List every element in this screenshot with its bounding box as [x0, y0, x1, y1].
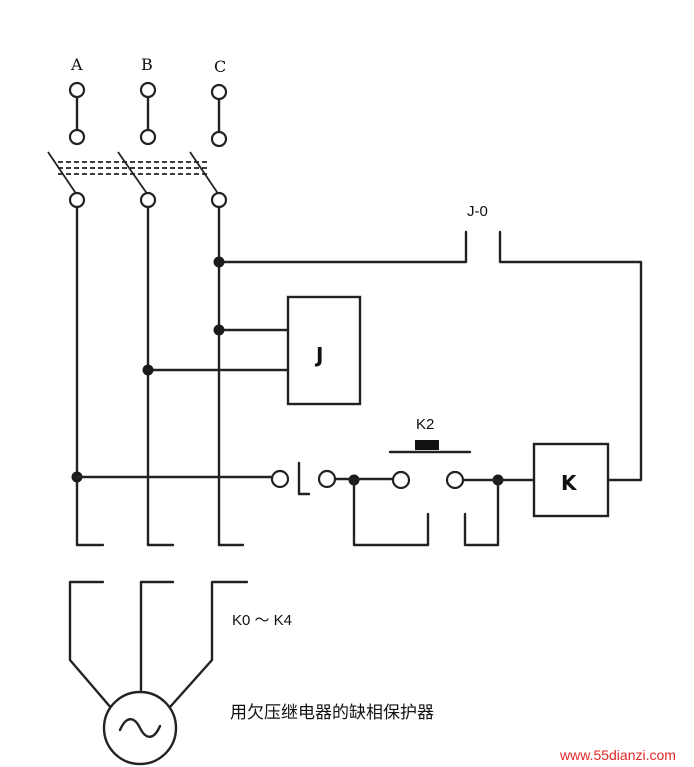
relay-coil-label: J	[314, 343, 323, 367]
contactor-coil-label: K	[561, 471, 578, 495]
switch-terminals	[68, 191, 228, 209]
phase-label-c: C	[214, 57, 226, 76]
relay-coil-j	[146, 295, 362, 406]
control-circuit	[75, 440, 536, 547]
motor	[102, 690, 178, 766]
main-switch	[47, 151, 220, 196]
main-contacts-label: K0 ～ K4	[232, 612, 292, 629]
diagram-caption: 用欠压继电器的缺相保护器	[230, 703, 434, 723]
relay-contact-j0	[217, 230, 643, 482]
relay-contact-label: J-0	[467, 203, 488, 220]
phase-label-b: B	[141, 55, 153, 74]
input-terminals	[68, 81, 228, 148]
start-button-label: K2	[416, 416, 434, 433]
watermark: www.55dianzi.com	[559, 747, 676, 763]
phase-label-a: A	[70, 55, 83, 74]
main-contacts	[68, 580, 249, 718]
contactor-coil-k	[532, 442, 610, 518]
